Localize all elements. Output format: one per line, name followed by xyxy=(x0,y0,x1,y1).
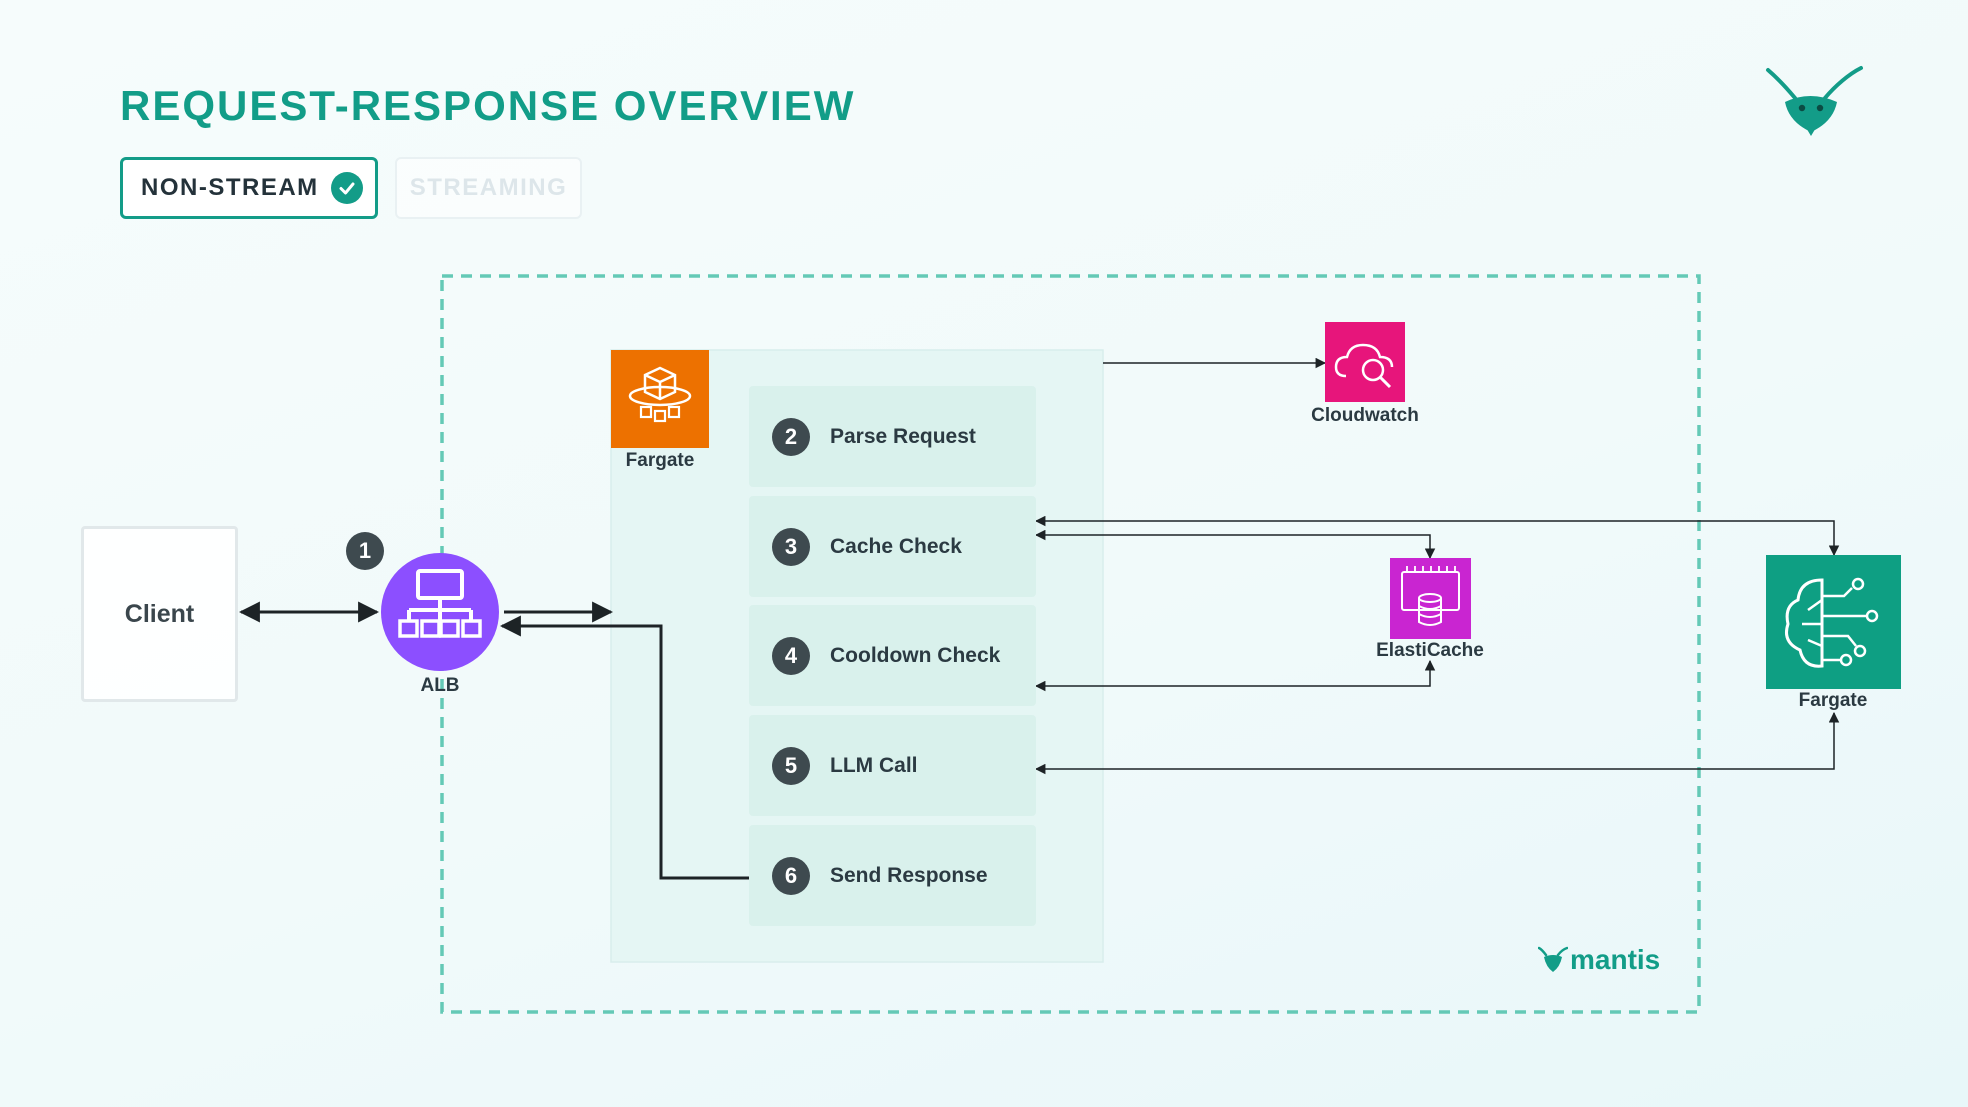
tab-non-stream-label: NON-STREAM xyxy=(141,174,319,201)
cache-elasticache-connector xyxy=(1034,529,1436,560)
cooldown-elasticache-connector xyxy=(1034,659,1436,692)
step-label: Cache Check xyxy=(830,534,962,558)
step-llm-call: 5 LLM Call xyxy=(749,715,1036,816)
tab-non-stream[interactable]: NON-STREAM xyxy=(120,157,378,219)
step-number: 3 xyxy=(772,527,810,566)
fargate-container-label: Fargate xyxy=(625,450,695,471)
cloudwatch-icon xyxy=(1325,322,1405,402)
alb-label: ALB xyxy=(420,675,460,696)
mantis-wordmark-text: mantis xyxy=(1570,944,1661,975)
step-number: 2 xyxy=(772,417,810,456)
step-label: Send Response xyxy=(830,863,988,887)
check-circle-icon xyxy=(330,172,363,204)
elasticache-label: ElastiCache xyxy=(1376,640,1484,661)
step-parse-request: 2 Parse Request xyxy=(749,386,1036,487)
step-label: Parse Request xyxy=(830,424,976,448)
mantis-logo-icon xyxy=(1766,66,1863,136)
cloudwatch-label: Cloudwatch xyxy=(1311,405,1419,426)
step-number: 4 xyxy=(772,636,810,675)
step-number: 5 xyxy=(772,746,810,785)
step-badge-1: 1 xyxy=(346,532,384,570)
response-connector xyxy=(499,615,749,880)
mantis-small-icon xyxy=(1538,946,1568,972)
step-cache-check: 3 Cache Check xyxy=(749,496,1036,597)
alb-icon xyxy=(381,553,499,671)
llm-call-connector xyxy=(1034,711,1840,775)
step-label: Cooldown Check xyxy=(830,643,1001,667)
client-node: Client xyxy=(81,526,238,702)
elasticache-icon xyxy=(1390,558,1471,639)
fargate-llm-label: Fargate xyxy=(1798,690,1868,711)
mantis-wordmark: mantis xyxy=(1538,944,1660,976)
fargate-icon xyxy=(611,350,709,448)
fargate-llm-icon xyxy=(1766,555,1901,689)
step-number: 6 xyxy=(772,856,810,895)
page-title: REQUEST-RESPONSE OVERVIEW xyxy=(120,82,856,129)
client-label: Client xyxy=(124,599,195,628)
cache-llm-connector xyxy=(1034,515,1840,557)
step-cooldown-check: 4 Cooldown Check xyxy=(749,605,1036,706)
tab-streaming-label: STREAMING xyxy=(409,174,568,201)
tab-streaming[interactable]: STREAMING xyxy=(395,157,582,219)
step-send-response: 6 Send Response xyxy=(749,825,1036,926)
step-label: LLM Call xyxy=(830,753,918,777)
